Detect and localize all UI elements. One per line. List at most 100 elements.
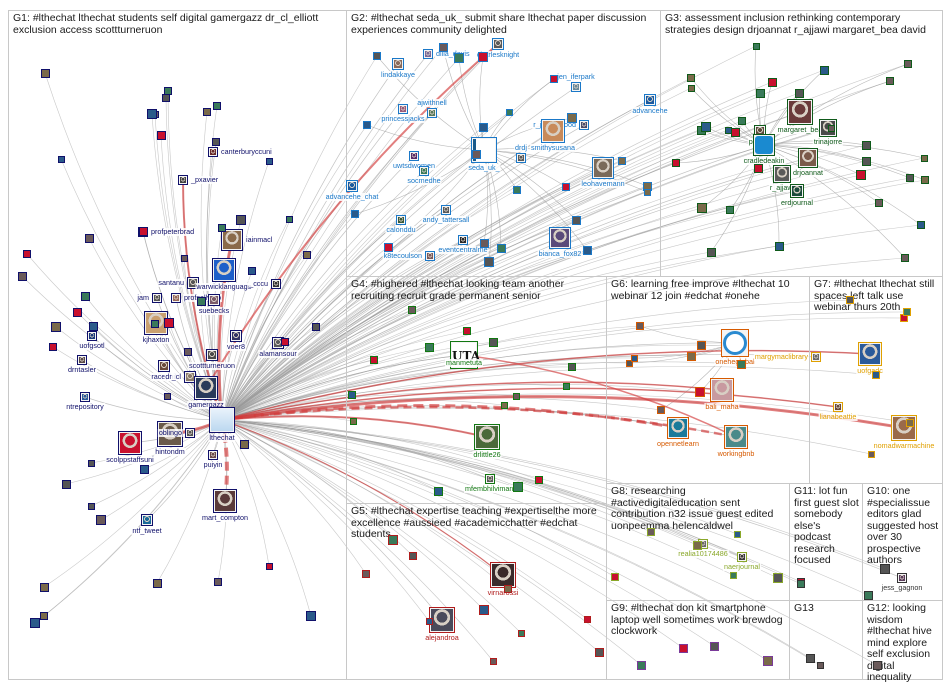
account-node[interactable] [303, 251, 311, 259]
account-node[interactable] [861, 140, 871, 150]
profsally-node[interactable] [171, 293, 181, 303]
account-node[interactable] [512, 392, 520, 400]
account-node[interactable] [471, 149, 481, 159]
account-node[interactable] [281, 338, 289, 346]
account-node[interactable] [505, 108, 513, 116]
account-node[interactable] [180, 254, 188, 262]
account-node[interactable] [657, 406, 665, 414]
uofgadc-node[interactable] [858, 342, 882, 366]
account-node[interactable] [96, 515, 106, 525]
account-node[interactable] [846, 296, 854, 304]
naerjournal-node[interactable] [737, 552, 747, 562]
account-node[interactable] [738, 117, 746, 125]
account-node[interactable] [736, 359, 746, 369]
account-node[interactable] [625, 359, 633, 367]
erdjournal-node[interactable] [790, 184, 804, 198]
account-node[interactable] [138, 226, 148, 236]
account-node[interactable] [517, 629, 525, 637]
bali_maha-node[interactable] [710, 378, 734, 402]
k8tecoulson-node[interactable] [425, 251, 435, 261]
account-node[interactable] [797, 580, 805, 588]
canterburyccuni-node[interactable] [208, 147, 218, 157]
account-node[interactable] [733, 530, 741, 538]
andy_tattersall-node[interactable] [441, 205, 451, 215]
account-node[interactable] [151, 320, 159, 328]
account-node[interactable] [30, 618, 40, 628]
cradledeakin-node[interactable] [753, 134, 775, 156]
account-node[interactable] [139, 464, 149, 474]
account-node[interactable] [362, 570, 370, 578]
account-node[interactable] [774, 241, 784, 251]
account-node[interactable] [478, 122, 488, 132]
account-node[interactable] [611, 573, 619, 581]
account-node[interactable] [687, 74, 695, 82]
account-node[interactable] [767, 77, 777, 87]
account-node[interactable] [196, 296, 206, 306]
drjoannat-node[interactable] [798, 148, 818, 168]
account-node[interactable] [827, 124, 835, 132]
advancehe_chat-node[interactable] [346, 180, 358, 192]
account-node[interactable] [479, 238, 489, 248]
account-node[interactable] [696, 340, 706, 350]
account-node[interactable] [755, 88, 765, 98]
account-node[interactable] [695, 387, 705, 397]
ntrepository-node[interactable] [80, 392, 90, 402]
account-node[interactable] [513, 482, 523, 492]
account-node[interactable] [212, 138, 220, 146]
calonddu-node[interactable] [396, 215, 406, 225]
account-node[interactable] [729, 571, 737, 579]
jen_iferpark-node[interactable] [571, 82, 581, 92]
scottturneruon-node[interactable] [206, 349, 218, 361]
mfembhilvimani-node[interactable] [485, 474, 495, 484]
oneheglobal-node[interactable] [721, 329, 749, 357]
account-node[interactable] [236, 215, 246, 225]
dilla_davis-node[interactable] [423, 49, 433, 59]
account-node[interactable] [72, 307, 82, 317]
account-node[interactable] [156, 130, 166, 140]
account-node[interactable] [239, 439, 249, 449]
account-node[interactable] [678, 643, 688, 653]
account-node[interactable] [805, 653, 815, 663]
account-node[interactable] [672, 159, 680, 167]
margymaclibrary-node[interactable] [811, 352, 821, 362]
account-node[interactable] [594, 647, 604, 657]
account-node[interactable] [763, 656, 773, 666]
account-node[interactable] [478, 52, 488, 62]
account-node[interactable] [686, 351, 696, 361]
account-node[interactable] [285, 215, 293, 223]
account-node[interactable] [730, 127, 740, 137]
puiyin-node[interactable] [208, 450, 218, 460]
account-node[interactable] [571, 215, 581, 225]
mart_compton-node[interactable] [213, 489, 237, 513]
account-node[interactable] [409, 552, 417, 560]
cccu-node[interactable] [271, 279, 281, 289]
account-node[interactable] [454, 53, 464, 63]
account-node[interactable] [906, 419, 914, 427]
account-node[interactable] [904, 60, 912, 68]
account-node[interactable] [582, 245, 592, 255]
account-node[interactable] [49, 343, 57, 351]
account-node[interactable] [80, 291, 90, 301]
account-node[interactable] [636, 660, 646, 670]
account-node[interactable] [203, 108, 211, 116]
account-node[interactable] [184, 348, 192, 356]
bianca_fox82-node[interactable] [549, 227, 571, 249]
racephil-node[interactable] [158, 360, 170, 372]
account-node[interactable] [816, 661, 824, 669]
oblingo-node[interactable] [185, 428, 195, 438]
account-node[interactable] [886, 77, 894, 85]
workingbnb-node[interactable] [724, 425, 748, 449]
smithysusana-node[interactable] [541, 119, 565, 143]
pxavier-node[interactable] [178, 175, 188, 185]
account-node[interactable] [424, 342, 434, 352]
voer8-node[interactable] [230, 330, 242, 342]
account-node[interactable] [706, 247, 716, 257]
account-node[interactable] [214, 578, 222, 586]
account-node[interactable] [388, 535, 398, 545]
account-node[interactable] [906, 174, 914, 182]
alejandroa-node[interactable] [429, 607, 455, 633]
account-node[interactable] [370, 356, 378, 364]
r_ajjawi-node[interactable] [773, 165, 791, 183]
account-node[interactable] [84, 233, 94, 243]
account-node[interactable] [550, 75, 558, 83]
